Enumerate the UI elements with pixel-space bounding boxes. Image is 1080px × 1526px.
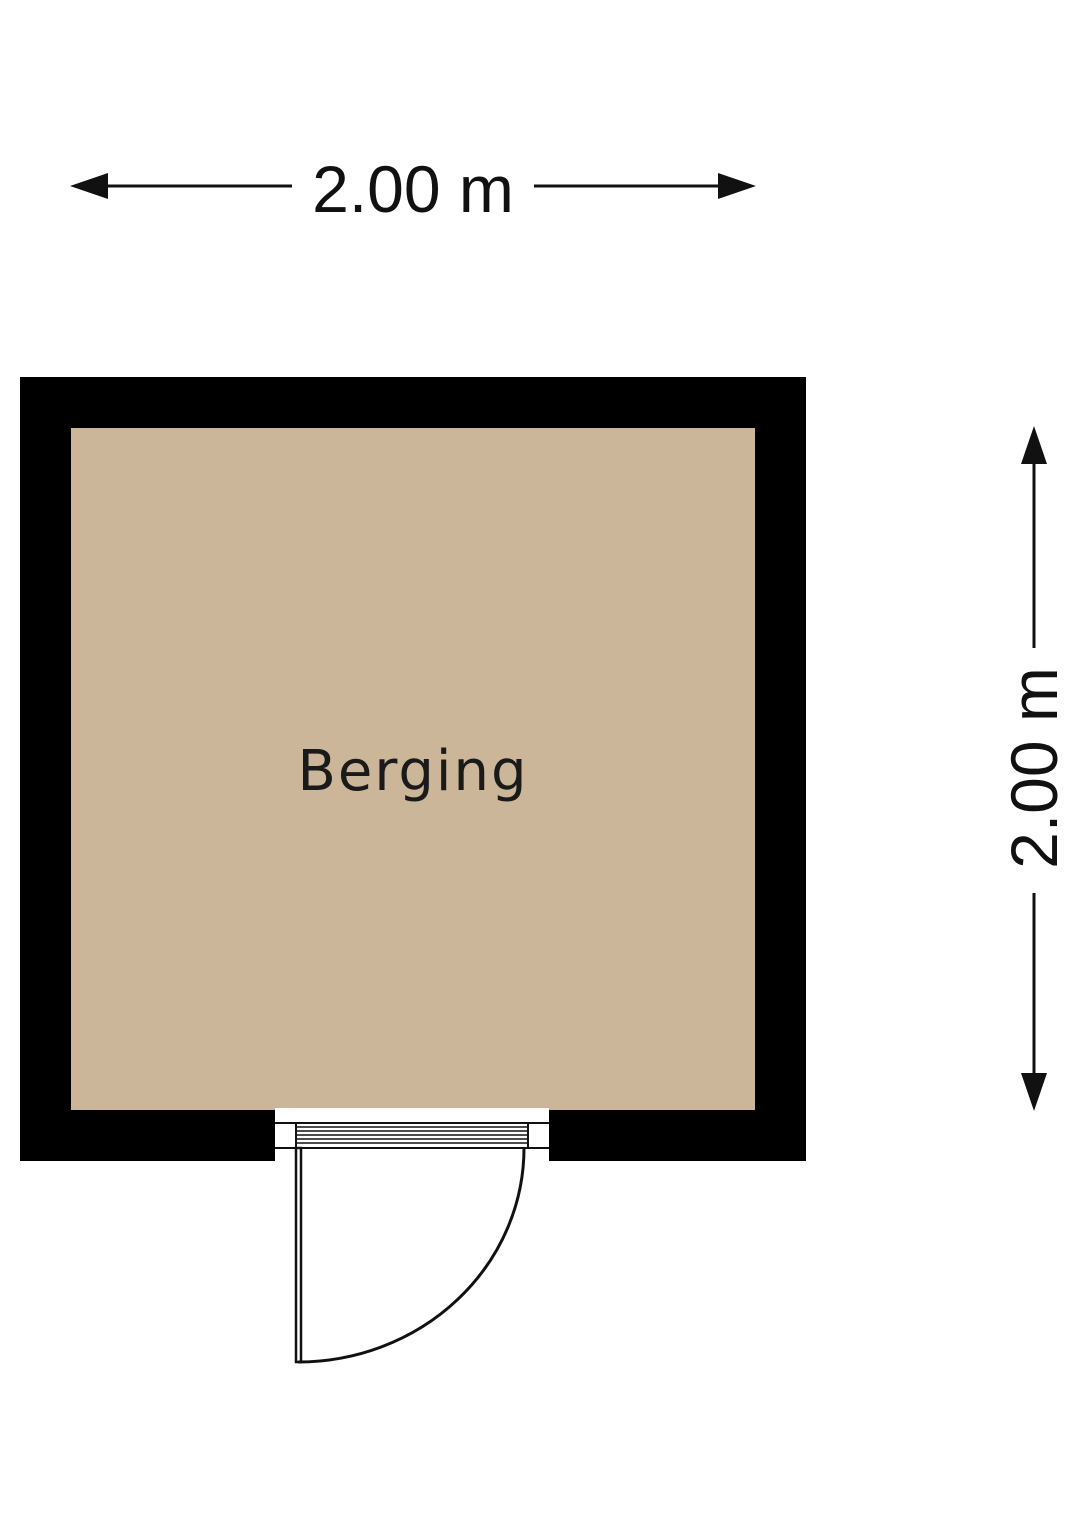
depth-label: 2.00 m	[997, 667, 1071, 869]
arrowhead-right-icon	[718, 173, 756, 199]
door-leaf	[294, 1146, 303, 1364]
room-floor	[71, 428, 755, 1110]
arrowhead-left-icon	[70, 173, 108, 199]
depth-dimension: 2.00 m	[997, 426, 1071, 1111]
door-swing-arc	[297, 1147, 526, 1364]
arrowhead-up-icon	[1021, 426, 1047, 464]
door-swing-icon	[294, 1146, 526, 1364]
width-dimension: 2.00 m	[70, 152, 756, 226]
door-threshold	[275, 1122, 549, 1149]
arrowhead-down-icon	[1021, 1073, 1047, 1111]
width-label: 2.00 m	[312, 152, 514, 226]
room-label: Berging	[297, 739, 528, 804]
